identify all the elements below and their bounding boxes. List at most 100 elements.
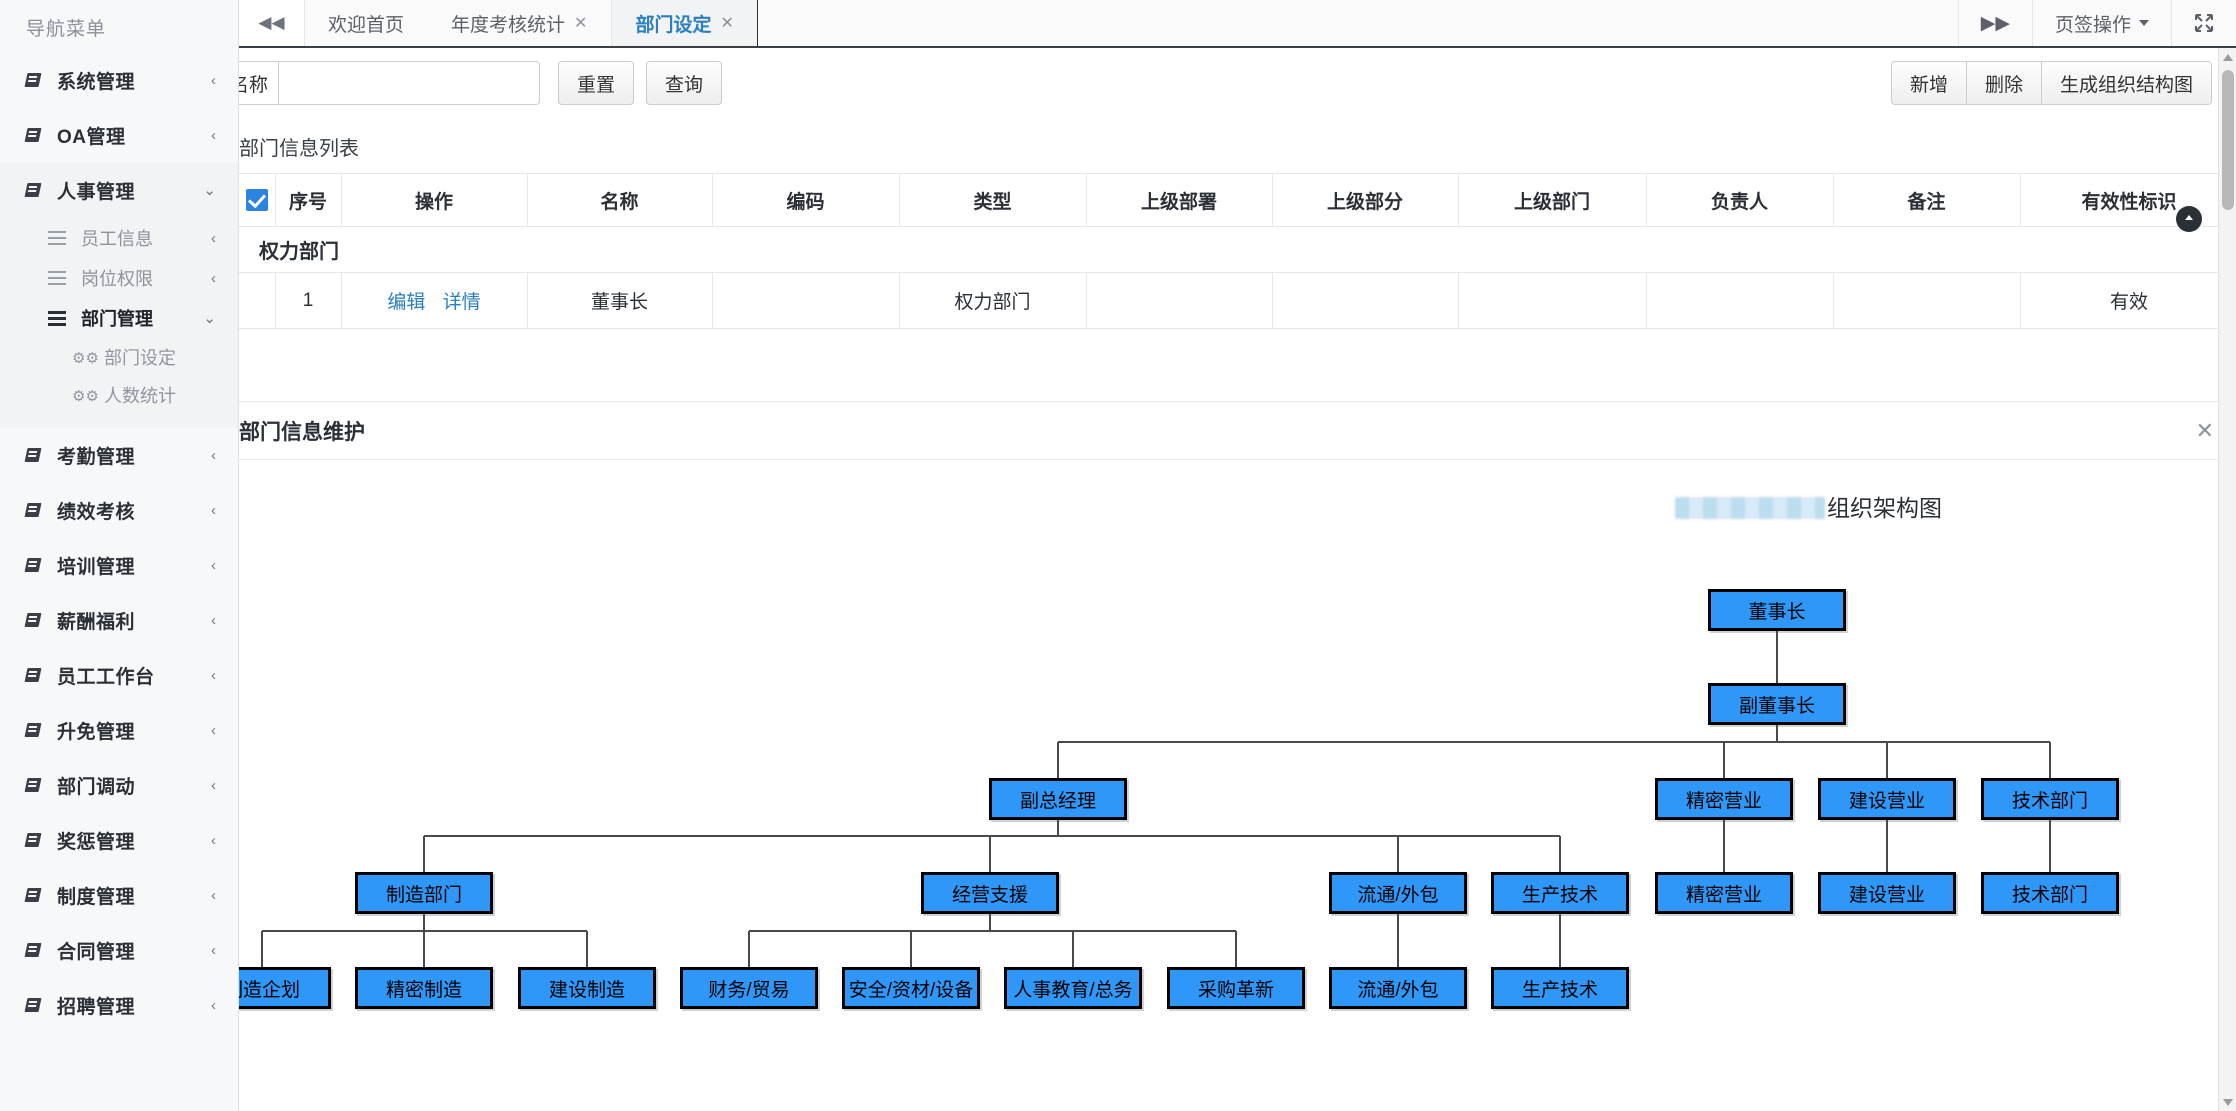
org-node[interactable]: 技术部门 <box>1981 778 2119 820</box>
scrollbar-down-arrow-icon[interactable] <box>2219 1093 2236 1111</box>
cell-actions[interactable]: 编辑 详情 <box>341 272 528 329</box>
scroll-to-top-icon[interactable] <box>2176 206 2202 232</box>
column-header-parent-department[interactable]: 上级部门 <box>1458 173 1647 227</box>
chevron-left-icon: ‹ <box>211 502 216 519</box>
nav-menu-title: 导航菜单 <box>26 19 107 40</box>
tab-close-icon[interactable]: ✕ <box>720 15 734 32</box>
tabs-scroll-left-icon[interactable]: ◀◀ <box>239 0 305 46</box>
column-header-owner[interactable]: 负责人 <box>1646 173 1834 227</box>
query-button[interactable]: 查询 <box>646 61 723 105</box>
detail-link[interactable]: 详情 <box>442 292 481 313</box>
org-node[interactable]: 制造企划 <box>239 967 331 1009</box>
chevron-left-icon: ‹ <box>211 722 216 739</box>
table-row[interactable]: 1 编辑 详情 董事长 权力部门 有效 <box>239 272 2236 329</box>
cell-parent-division <box>1272 272 1459 329</box>
org-node[interactable]: 董事长 <box>1708 589 1846 631</box>
tab-welcome-home[interactable]: 欢迎首页 <box>305 0 428 46</box>
org-node-label: 建设营业 <box>1848 884 1925 906</box>
table-group-row: 权力部门 <box>239 226 2236 273</box>
org-node[interactable]: 副董事长 <box>1708 683 1846 725</box>
org-node[interactable]: 精密营业 <box>1655 872 1793 914</box>
column-header-parent-division[interactable]: 上级部分 <box>1272 173 1459 227</box>
sidebar-item-department-transfer[interactable]: 部门调动 ‹ <box>0 758 238 813</box>
main-area: ◀◀ 欢迎首页 年度考核统计 ✕ 部门设定 ✕ ▶▶ 页签操作 <box>239 0 2236 1111</box>
select-all-header[interactable] <box>239 173 276 227</box>
sidebar-item-oa-management[interactable]: OA管理 ‹ <box>0 108 238 163</box>
sidebar-item-promotion-management[interactable]: 升免管理 ‹ <box>0 703 238 758</box>
sidebar-item-reward-punishment[interactable]: 奖惩管理 ‹ <box>0 813 238 868</box>
sidebar-item-compensation-benefits[interactable]: 薪酬福利 ‹ <box>0 593 238 648</box>
sidebar-subitem-label: 岗位权限 <box>81 269 153 289</box>
book-icon <box>26 888 43 903</box>
org-node[interactable]: 副总经理 <box>989 778 1127 820</box>
column-header-index[interactable]: 序号 <box>275 173 342 227</box>
org-node[interactable]: 建设营业 <box>1818 872 1956 914</box>
column-header-actions[interactable]: 操作 <box>341 173 528 227</box>
org-node-label: 精密营业 <box>1685 790 1762 812</box>
reset-button[interactable]: 重置 <box>558 61 635 105</box>
org-node-label: 流通/外包 <box>1357 884 1439 906</box>
org-node[interactable]: 建设制造 <box>518 967 656 1009</box>
sidebar-item-recruitment-management[interactable]: 招聘管理 ‹ <box>0 978 238 1033</box>
vertical-scrollbar[interactable] <box>2218 48 2236 1111</box>
org-node[interactable]: 制造部门 <box>355 872 493 914</box>
org-node[interactable]: 精密营业 <box>1655 778 1793 820</box>
sidebar-item-hr-management[interactable]: 人事管理 ⌄ <box>0 163 238 218</box>
org-node[interactable]: 生产技术 <box>1491 872 1629 914</box>
org-node-label: 采购革新 <box>1197 979 1274 1001</box>
org-node-label: 财务/贸易 <box>708 979 790 1001</box>
column-header-type[interactable]: 类型 <box>899 173 1087 227</box>
sidebar-item-position-authority[interactable]: 岗位权限 ‹ <box>0 258 238 298</box>
action-buttons: 新增 删除 生成组织结构图 <box>1890 61 2212 105</box>
org-node[interactable]: 财务/贸易 <box>680 967 818 1009</box>
sidebar-item-label: 制度管理 <box>57 887 136 908</box>
sidebar-item-headcount-statistics[interactable]: ⚙⚙ 人数统计 <box>0 376 238 414</box>
sidebar-item-system-management[interactable]: 系统管理 ‹ <box>0 53 238 108</box>
org-node[interactable]: 流通/外包 <box>1329 967 1467 1009</box>
row-checkbox-cell[interactable] <box>239 272 276 329</box>
tab-bar: ◀◀ 欢迎首页 年度考核统计 ✕ 部门设定 ✕ ▶▶ 页签操作 <box>239 0 2236 48</box>
org-chart-nodes-layer: 董事长副董事长副总经理精密营业建设营业技术部门制造部门经营支援流通/外包生产技术… <box>239 460 2236 1111</box>
sidebar-item-employee-info[interactable]: 员工信息 ‹ <box>0 218 238 258</box>
org-node[interactable]: 精密制造 <box>355 967 493 1009</box>
generate-org-chart-button[interactable]: 生成组织结构图 <box>2040 61 2212 105</box>
sidebar-item-department-setup[interactable]: ⚙⚙ 部门设定 <box>0 338 238 376</box>
column-header-name[interactable]: 名称 <box>527 173 713 227</box>
name-search-input[interactable] <box>278 61 541 105</box>
org-node[interactable]: 流通/外包 <box>1329 872 1467 914</box>
sidebar-item-employee-workbench[interactable]: 员工工作台 ‹ <box>0 648 238 703</box>
book-icon <box>26 73 43 88</box>
sidebar-group-hr: 人事管理 ⌄ 员工信息 ‹ 岗位权限 ‹ 部门管理 ⌄ ⚙⚙ 部门设定 <box>0 163 238 428</box>
book-icon <box>26 128 43 143</box>
org-node[interactable]: 人事教育/总务 <box>1004 967 1142 1009</box>
delete-button[interactable]: 删除 <box>1965 61 2042 105</box>
org-node[interactable]: 经营支援 <box>921 872 1059 914</box>
sidebar-item-policy-management[interactable]: 制度管理 ‹ <box>0 868 238 923</box>
tab-annual-assessment-statistics[interactable]: 年度考核统计 ✕ <box>428 0 611 46</box>
fullscreen-icon[interactable] <box>2171 0 2236 46</box>
org-node[interactable]: 生产技术 <box>1491 967 1629 1009</box>
org-node[interactable]: 采购革新 <box>1167 967 1305 1009</box>
scrollbar-up-arrow-icon[interactable] <box>2219 48 2236 66</box>
tab-department-setup[interactable]: 部门设定 ✕ <box>611 0 758 46</box>
tabs-scroll-right-icon[interactable]: ▶▶ <box>1957 0 2032 46</box>
scrollbar-thumb[interactable] <box>2222 70 2234 210</box>
checkbox-checked-icon[interactable] <box>245 188 268 211</box>
org-node[interactable]: 安全/资材/设备 <box>842 967 980 1009</box>
sidebar-item-training-management[interactable]: 培训管理 ‹ <box>0 538 238 593</box>
sidebar-item-attendance-management[interactable]: 考勤管理 ‹ <box>0 428 238 483</box>
page-operations-dropdown[interactable]: 页签操作 <box>2031 0 2171 46</box>
org-node[interactable]: 建设营业 <box>1818 778 1956 820</box>
tab-close-icon[interactable]: ✕ <box>574 15 588 32</box>
sidebar-item-contract-management[interactable]: 合同管理 ‹ <box>0 923 238 978</box>
column-header-code[interactable]: 编码 <box>712 173 900 227</box>
add-button[interactable]: 新增 <box>1890 61 1967 105</box>
sidebar-item-performance-appraisal[interactable]: 绩效考核 ‹ <box>0 483 238 538</box>
column-header-parent-deployment[interactable]: 上级部署 <box>1086 173 1273 227</box>
column-header-validity-flag[interactable]: 有效性标识 <box>2020 173 2236 227</box>
sidebar-item-department-management[interactable]: 部门管理 ⌄ <box>0 298 238 338</box>
panel-close-icon[interactable]: ✕ <box>2195 417 2214 443</box>
edit-link[interactable]: 编辑 <box>387 292 426 313</box>
org-node[interactable]: 技术部门 <box>1981 872 2119 914</box>
column-header-remark[interactable]: 备注 <box>1833 173 2021 227</box>
